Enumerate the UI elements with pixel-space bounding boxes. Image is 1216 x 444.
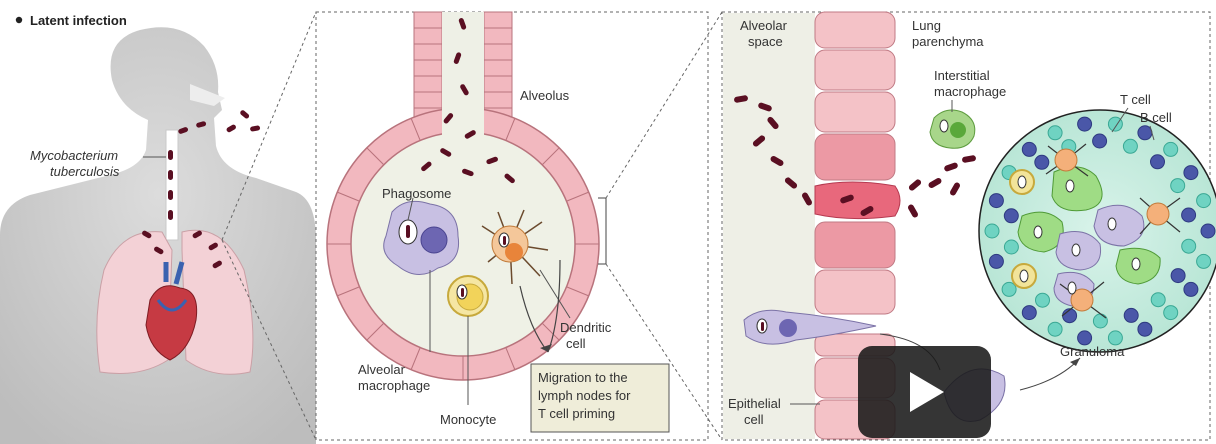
b-cell-dot (1004, 209, 1018, 223)
b-cell-dot (989, 254, 1003, 268)
human-body-panel: Mycobacterium tuberculosis (0, 27, 316, 444)
epithelial-label-2: cell (744, 412, 764, 427)
b-cell-dot (1138, 126, 1152, 140)
t-cell-dot (1164, 142, 1178, 156)
play-icon[interactable] (910, 372, 944, 412)
t-cell-dot (1002, 282, 1016, 296)
t-cell-label: T cell (1120, 92, 1151, 107)
t-cell-dot (1048, 126, 1062, 140)
b-cell-dot (1124, 308, 1138, 322)
b-cell-dot (1138, 322, 1152, 336)
t-cell-dot (1108, 331, 1122, 345)
epithelial-label-1: Epithelial (728, 396, 781, 411)
b-cell-dot (1022, 142, 1036, 156)
t-cell-dot (1123, 139, 1137, 153)
video-play-button[interactable] (858, 346, 991, 438)
b-cell-label: B cell (1140, 110, 1172, 125)
granuloma-label: Granuloma (1060, 344, 1125, 359)
t-cell-dot (1182, 239, 1196, 253)
alveolar-macrophage-label-1: Alveolar (358, 362, 406, 377)
alveolar-space-label-1: Alveolar (740, 18, 788, 33)
lung-label-1: Lung (912, 18, 941, 33)
alveolus-panel: Phagosome Alveolus Alveolar macrophage M… (316, 12, 708, 440)
dendritic-label-1: Dendritic (560, 320, 612, 335)
interstitial-label-1: Interstitial (934, 68, 990, 83)
b-cell-dot (1078, 331, 1092, 345)
mycobacterium-label: Mycobacterium (30, 148, 118, 163)
b-cell-dot (1035, 155, 1049, 169)
dendritic-label-2: cell (566, 336, 586, 351)
migration-label-2: lymph nodes for (538, 388, 631, 403)
b-cell-dot (1171, 269, 1185, 283)
interstitial-label-2: macrophage (934, 84, 1006, 99)
alveolar-macrophage-label-2: macrophage (358, 378, 430, 393)
t-cell-dot (1197, 194, 1211, 208)
panel-heading: Latent infection (16, 13, 127, 28)
tuberculosis-label: tuberculosis (50, 164, 120, 179)
b-cell-dot (1078, 117, 1092, 131)
alveolar-space-label-2: space (748, 34, 783, 49)
phagosome-label: Phagosome (382, 186, 451, 201)
b-cell-dot (1182, 208, 1196, 222)
migration-label-3: T cell priming (538, 406, 615, 421)
t-cell-dot (1048, 322, 1062, 336)
t-cell-dot (1197, 254, 1211, 268)
t-cell-dot (1036, 293, 1050, 307)
migration-label-1: Migration to the (538, 370, 628, 385)
migration-box: Migration to the lymph nodes for T cell … (531, 364, 669, 432)
heading-text: Latent infection (30, 13, 127, 28)
lung-label-2: parenchyma (912, 34, 984, 49)
b-cell-dot (1201, 224, 1215, 238)
t-cell-dot (1164, 306, 1178, 320)
monocyte-label: Monocyte (440, 412, 496, 427)
b-cell-dot (989, 194, 1003, 208)
alveolus-label: Alveolus (520, 88, 570, 103)
b-cell-dot (1151, 155, 1165, 169)
b-cell-dot (1184, 282, 1198, 296)
t-cell-dot (1004, 240, 1018, 254)
t-cell-dot (985, 224, 999, 238)
b-cell-dot (1063, 309, 1077, 323)
t-cell-dot (1151, 293, 1165, 307)
b-cell-dot (1184, 166, 1198, 180)
t-cell-dot (1171, 179, 1185, 193)
b-cell-dot (1022, 306, 1036, 320)
t-cell-dot (1093, 314, 1107, 328)
b-cell-dot (1093, 134, 1107, 148)
